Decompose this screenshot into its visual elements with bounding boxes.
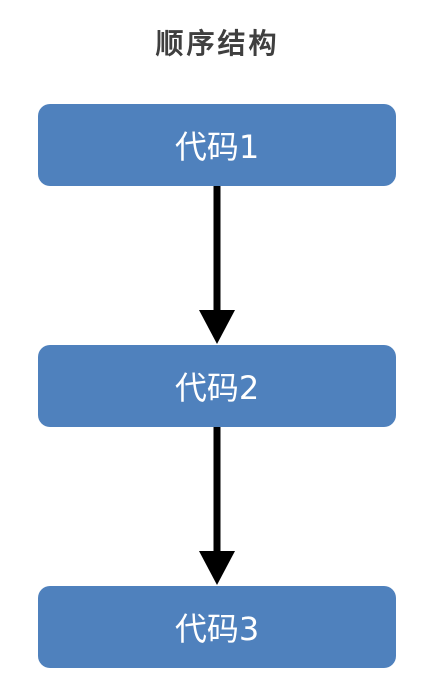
code-block-3: 代码3	[38, 586, 396, 668]
arrow-2-to-3	[199, 427, 235, 585]
code-block-2: 代码2	[38, 345, 396, 427]
diagram-title: 顺序结构	[155, 27, 280, 60]
code-block-3-label: 代码3	[174, 610, 260, 648]
code-block-1-label: 代码1	[174, 128, 260, 166]
arrow-1-to-2	[199, 186, 235, 344]
code-block-2-label: 代码2	[174, 369, 260, 407]
code-block-1: 代码1	[38, 104, 396, 186]
